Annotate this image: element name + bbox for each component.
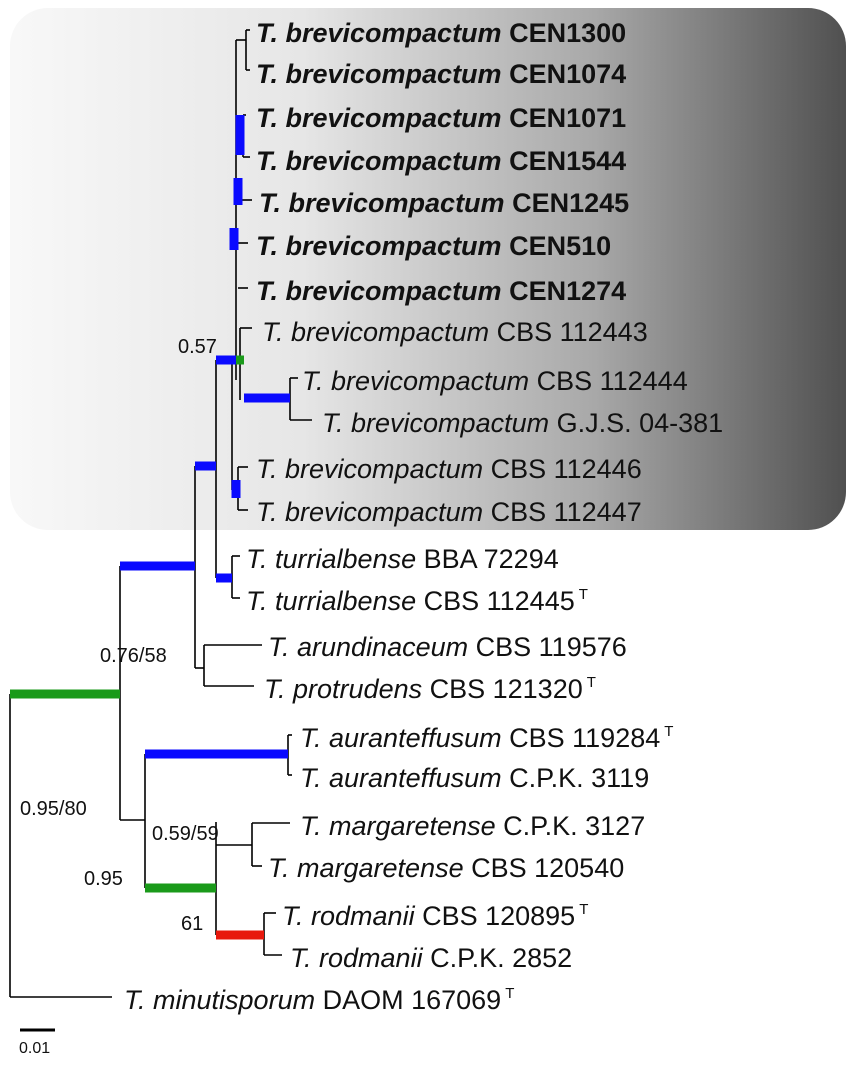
strain-id: CEN1071 <box>502 103 627 133</box>
taxon-label: T. brevicompactum CEN1274 <box>256 276 626 306</box>
strain-id: C.P.K. 3119 <box>502 763 650 793</box>
species-name: T. brevicompactum <box>256 103 502 133</box>
strain-id: G.J.S. 04-381 <box>549 408 723 438</box>
support-value: 0.95/80 <box>20 798 87 820</box>
scale-bar-label: 0.01 <box>19 1040 50 1057</box>
type-strain-marker: T <box>505 985 514 1002</box>
species-name: T. brevicompactum <box>259 188 505 218</box>
strain-id: DAOM 167069 <box>315 985 501 1015</box>
species-name: T. brevicompactum <box>256 231 502 261</box>
strain-id: CBS 112444 <box>529 366 688 396</box>
taxon-label: T. brevicompactum CBS 112444 <box>302 366 688 396</box>
species-name: T. minutisporum <box>124 985 315 1015</box>
species-name: T. protrudens <box>264 674 422 704</box>
supported-branches <box>10 115 290 940</box>
strain-id: CEN1074 <box>502 59 627 89</box>
strain-id: CBS 119284 <box>502 723 661 753</box>
species-name: T. brevicompactum <box>256 454 483 484</box>
strain-id: CEN1245 <box>505 188 630 218</box>
support-value: 61 <box>181 913 203 935</box>
species-name: T. brevicompactum <box>256 276 502 306</box>
type-strain-marker: T <box>579 901 588 918</box>
taxon-label: T. brevicompactum CBS 112446 <box>256 454 642 484</box>
taxon-label: T. brevicompactum CEN1071 <box>256 103 626 133</box>
species-name: T. auranteffusum <box>300 723 502 753</box>
support-values: 0.57 0.76/58 0.95/80 0.59/59 0.95 61 <box>20 336 219 935</box>
support-value: 0.57 <box>178 336 217 358</box>
species-name: T. brevicompactum <box>256 18 502 48</box>
species-name: T. brevicompactum <box>256 59 502 89</box>
taxon-label: T. brevicompactum CBS 112447 <box>256 497 642 527</box>
strain-id: CEN510 <box>502 231 612 261</box>
strain-id: CEN1274 <box>502 276 627 306</box>
taxon-label: T. brevicompactum CEN1544 <box>256 146 626 176</box>
type-strain-marker: T <box>579 586 588 603</box>
strain-id: CBS 120895 <box>415 901 576 931</box>
support-value: 0.95 <box>84 868 123 890</box>
species-name: T. rodmanii <box>282 901 416 931</box>
type-strain-marker: T <box>664 723 673 740</box>
strain-id: C.P.K. 3127 <box>496 811 646 841</box>
species-name: T. brevicompactum <box>322 408 549 438</box>
strain-id: C.P.K. 2852 <box>423 943 573 973</box>
species-name: T. rodmanii <box>290 943 424 973</box>
species-name: T. arundinaceum <box>268 632 468 662</box>
strain-id: CEN1300 <box>502 18 627 48</box>
taxon-label: T. margaretense C.P.K. 3127 <box>300 811 645 841</box>
species-name: T. brevicompactum <box>256 146 502 176</box>
taxon-label: T. brevicompactum CEN1074 <box>256 59 626 89</box>
taxon-label: T. margaretense CBS 120540 <box>268 853 624 883</box>
support-value: 0.59/59 <box>152 823 219 845</box>
scale-bar: 0.01 <box>19 1028 55 1057</box>
taxon-label: T. brevicompactum G.J.S. 04-381 <box>322 408 723 438</box>
species-name: T. turrialbense <box>246 586 416 616</box>
support-value: 0.76/58 <box>100 645 167 667</box>
species-name: T. margaretense <box>300 811 496 841</box>
strain-id: CBS 112447 <box>483 497 642 527</box>
species-name: T. brevicompactum <box>262 317 489 347</box>
strain-id: CBS 121320 <box>422 674 583 704</box>
taxon-label: T. rodmanii C.P.K. 2852 <box>290 943 572 973</box>
taxon-label: T. brevicompactum CBS 112443 <box>262 317 648 347</box>
taxon-label: T. turrialbense BBA 72294 <box>246 544 559 574</box>
strain-id: CBS 120540 <box>464 853 625 883</box>
type-strain-marker: T <box>587 674 596 691</box>
strain-id: BBA 72294 <box>416 544 559 574</box>
strain-id: CBS 112446 <box>483 454 642 484</box>
taxon-label: T. arundinaceum CBS 119576 <box>268 632 627 662</box>
taxon-label: T. auranteffusum C.P.K. 3119 <box>300 763 649 793</box>
species-name: T. brevicompactum <box>256 497 483 527</box>
species-name: T. auranteffusum <box>300 763 502 793</box>
brevicompactum-clade-highlight <box>10 8 846 530</box>
species-name: T. margaretense <box>268 853 464 883</box>
species-name: T. brevicompactum <box>302 366 529 396</box>
strain-id: CBS 112445 <box>416 586 575 616</box>
strain-id: CBS 119576 <box>468 632 627 662</box>
taxon-label: T. brevicompactum CEN1300 <box>256 18 626 48</box>
species-name: T. turrialbense <box>246 544 416 574</box>
taxon-label: T. brevicompactum CEN1245 <box>259 188 629 218</box>
strain-id: CEN1544 <box>502 146 627 176</box>
strain-id: CBS 112443 <box>489 317 648 347</box>
taxon-label: T. brevicompactum CEN510 <box>256 231 611 261</box>
